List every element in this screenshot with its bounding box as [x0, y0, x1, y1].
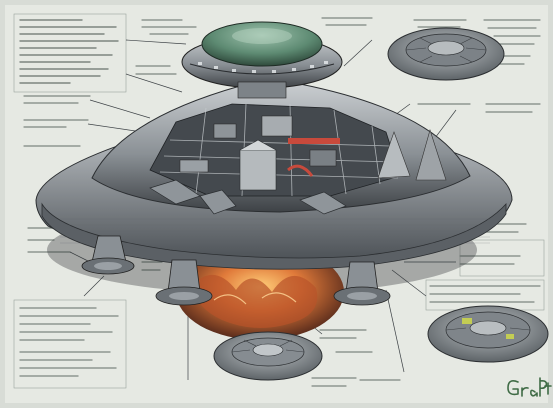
- bottom-annotation-labels: [141, 261, 401, 387]
- annotation-frame: [13, 13, 127, 93]
- saucer-cross-section-icon: [213, 331, 323, 381]
- callout-line: [69, 251, 91, 263]
- rim-band: [41, 202, 507, 270]
- right-annotation-labels: [417, 103, 541, 303]
- callout-line: [343, 39, 373, 67]
- landing-leg-icon: [81, 235, 135, 275]
- landing-leg-icon: [155, 259, 213, 306]
- callout-line: [391, 269, 427, 297]
- interior-machinery: [179, 115, 447, 191]
- left-annotation-panel: [13, 13, 127, 389]
- callout-line: [385, 289, 405, 373]
- main-saucer: [35, 21, 513, 340]
- rim-ribbing: [60, 218, 490, 248]
- saucer-cross-section-icon: [387, 27, 505, 81]
- annotation-frame: [13, 299, 127, 389]
- saucer-cross-section-icon: [427, 305, 549, 363]
- top-annotation-labels: [135, 17, 541, 75]
- artist-signature: [507, 377, 552, 397]
- callout-line: [83, 275, 105, 297]
- annotation-frame: [459, 239, 545, 277]
- callout-line: [125, 39, 187, 45]
- landing-leg-icon: [333, 261, 391, 306]
- stair-details: [149, 179, 347, 215]
- command-dome: [181, 21, 343, 99]
- callout-line: [89, 99, 151, 119]
- callout-line: [125, 73, 183, 93]
